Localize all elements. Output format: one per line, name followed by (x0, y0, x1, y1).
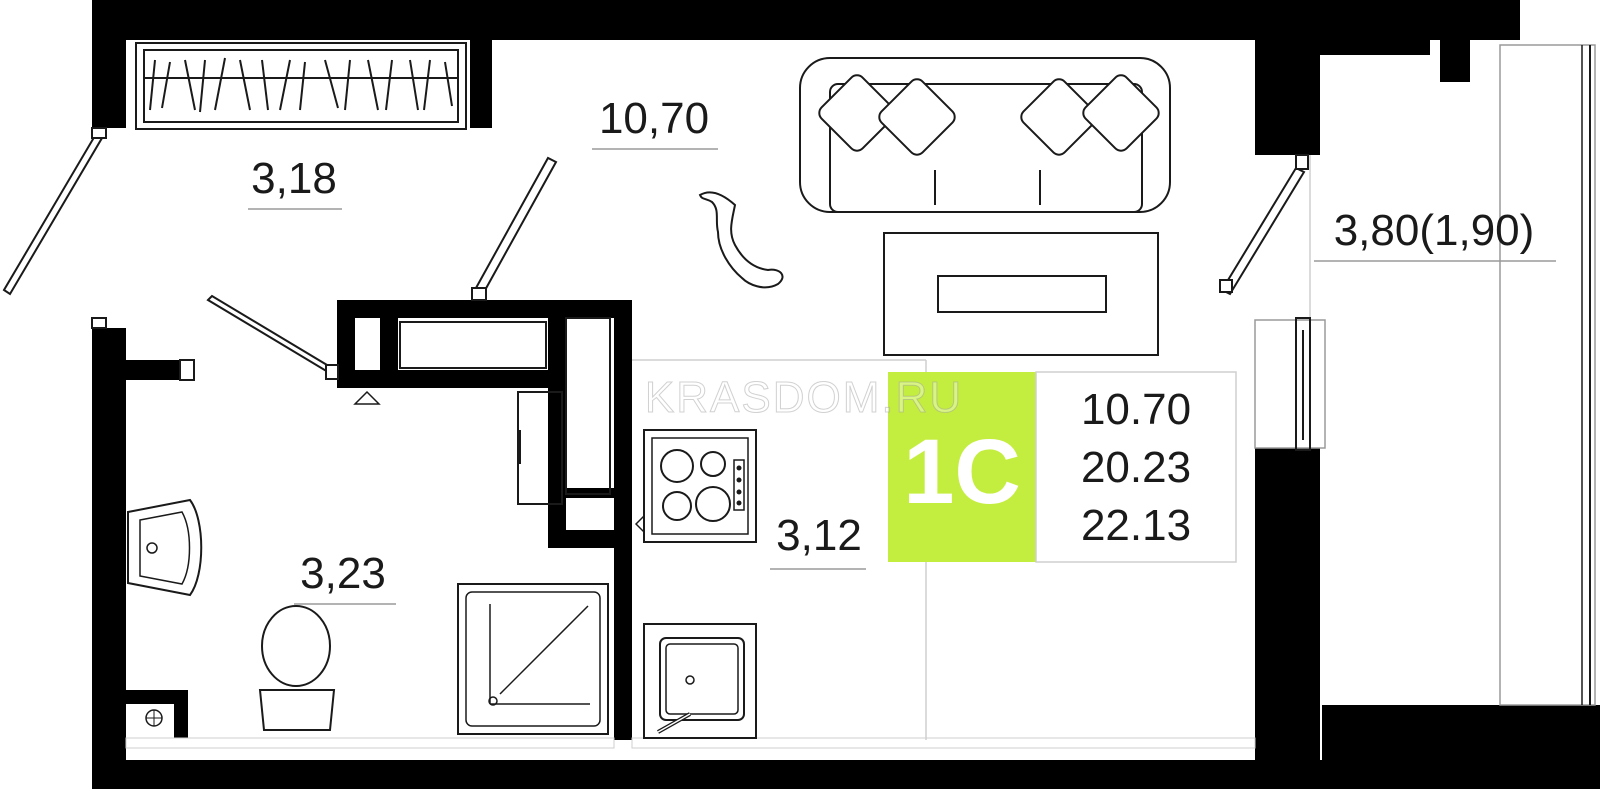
floor-drain-icon (145, 709, 163, 727)
total-with-balcony-value: 22.13 (1081, 501, 1191, 550)
sofa-icon (799, 57, 1171, 213)
kitchen-area-label: 3,12 (776, 511, 862, 560)
apartment-type-badge (888, 372, 1036, 562)
bathroom-area-label: 3,23 (300, 549, 386, 598)
rug-icon (883, 232, 1159, 356)
living-area-value: 10.70 (1081, 385, 1191, 434)
balcony (1254, 44, 1596, 706)
sink-icon (643, 623, 757, 739)
doors (2, 127, 1309, 381)
wardrobe-area-label: 3,18 (251, 154, 337, 203)
toilet-icon (258, 605, 336, 731)
walls (92, 0, 1600, 789)
shower-icon (457, 583, 609, 735)
washbasin-icon (127, 498, 203, 597)
total-area-value: 20.23 (1081, 443, 1191, 492)
cat-icon (698, 191, 784, 289)
living-area-label: 10,70 (599, 94, 709, 143)
floor-strip (125, 737, 1256, 749)
apartment-type: 1С (903, 421, 1021, 523)
balcony-area-label: 3,80(1,90) (1334, 206, 1535, 255)
watermark: KRASDOM.RU (645, 373, 963, 422)
stove-icon (643, 429, 757, 543)
wardrobe-icon (135, 42, 467, 130)
room-labels: 3,18 10,70 3,80(1,90) 3,23 3,12 (248, 94, 1556, 605)
boiler-icon (353, 317, 649, 538)
apartment-info-box: 1С 10.70 20.23 22.13 (888, 371, 1237, 563)
